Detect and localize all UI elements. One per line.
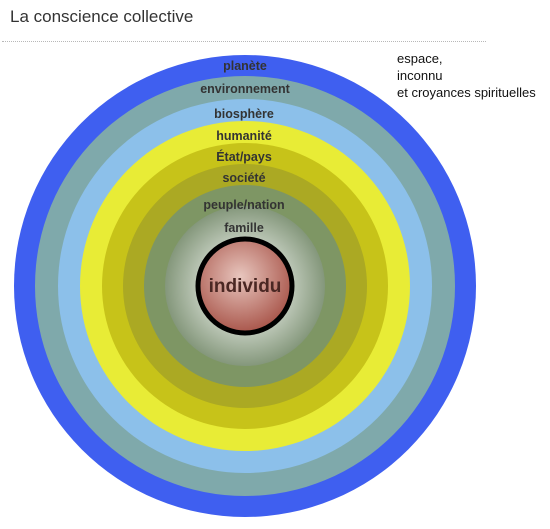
label-societe: société	[222, 171, 265, 185]
label-individu: individu	[209, 276, 282, 297]
label-planete: planète	[223, 59, 267, 73]
page-title: La conscience collective	[10, 7, 194, 26]
label-biosphere: biosphère	[214, 107, 274, 121]
side-note-line-2: inconnu	[397, 68, 443, 83]
side-note: espace, inconnu et croyances spirituelle…	[397, 50, 536, 101]
title-divider	[2, 41, 486, 42]
center-circle	[195, 236, 295, 336]
label-humanite: humanité	[216, 129, 272, 143]
label-etat-pays: État/pays	[216, 149, 272, 164]
label-peuple-nation: peuple/nation	[203, 198, 284, 212]
side-note-line-1: espace,	[397, 51, 443, 66]
label-famille: famille	[224, 221, 264, 235]
side-note-line-3: et croyances spirituelles	[397, 85, 536, 100]
label-environnement: environnement	[200, 82, 290, 96]
